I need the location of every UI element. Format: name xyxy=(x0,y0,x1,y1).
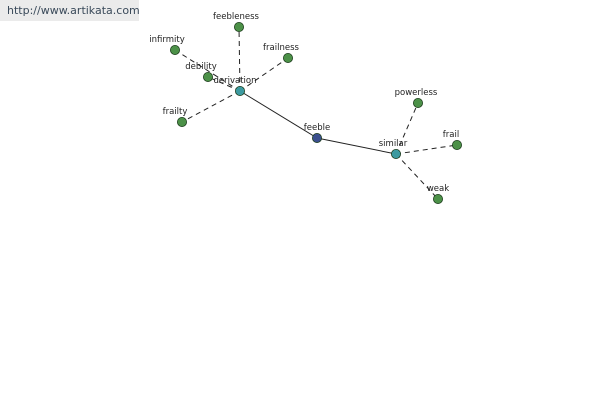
edge-derivation-to-frailty xyxy=(181,90,241,123)
edge-similar-to-powerless xyxy=(395,102,419,155)
word-node-frailty[interactable] xyxy=(176,117,187,128)
word-label-frailty: frailty xyxy=(163,107,188,117)
edge-derivation-to-infirmity xyxy=(174,49,241,92)
edge-derivation-to-frailness xyxy=(239,57,289,92)
relation-node-derivation[interactable] xyxy=(234,86,245,97)
edge-derivation-to-feebleness xyxy=(238,26,241,92)
word-node-weak[interactable] xyxy=(432,193,443,204)
edge-similar-to-frail xyxy=(395,144,458,155)
word-node-frailness[interactable] xyxy=(282,53,293,64)
word-label-frail: frail xyxy=(443,130,459,140)
relation-label-similar: similar xyxy=(379,139,408,149)
word-node-feebleness[interactable] xyxy=(233,21,244,32)
edge-center-to-derivation xyxy=(239,90,318,139)
graph-labels: feeble derivation feebleness frailness infir… xyxy=(149,12,459,194)
graph-nodes xyxy=(169,21,462,204)
word-label-frailness: frailness xyxy=(263,43,299,53)
relation-node-similar[interactable] xyxy=(390,148,401,159)
edge-center-to-similar xyxy=(316,137,397,155)
word-label-powerless: powerless xyxy=(395,88,438,98)
source-link[interactable]: http://www.artikata.com xyxy=(0,0,140,21)
center-label: feeble xyxy=(304,123,330,133)
center-node-feeble[interactable] xyxy=(311,132,322,143)
word-label-infirmity: infirmity xyxy=(149,35,184,45)
graph-edges xyxy=(174,26,458,200)
edge-similar-to-weak xyxy=(395,153,439,200)
word-node-powerless[interactable] xyxy=(412,98,423,109)
edge-derivation-to-debility xyxy=(207,76,241,92)
word-label-feebleness: feebleness xyxy=(213,12,259,22)
word-label-weak: weak xyxy=(427,184,449,194)
word-node-frail[interactable] xyxy=(451,139,462,150)
word-label-debility: debility xyxy=(185,62,216,72)
word-node-infirmity[interactable] xyxy=(169,45,180,56)
word-node-debility[interactable] xyxy=(202,72,213,83)
relation-label-derivation: derivation xyxy=(213,76,256,86)
